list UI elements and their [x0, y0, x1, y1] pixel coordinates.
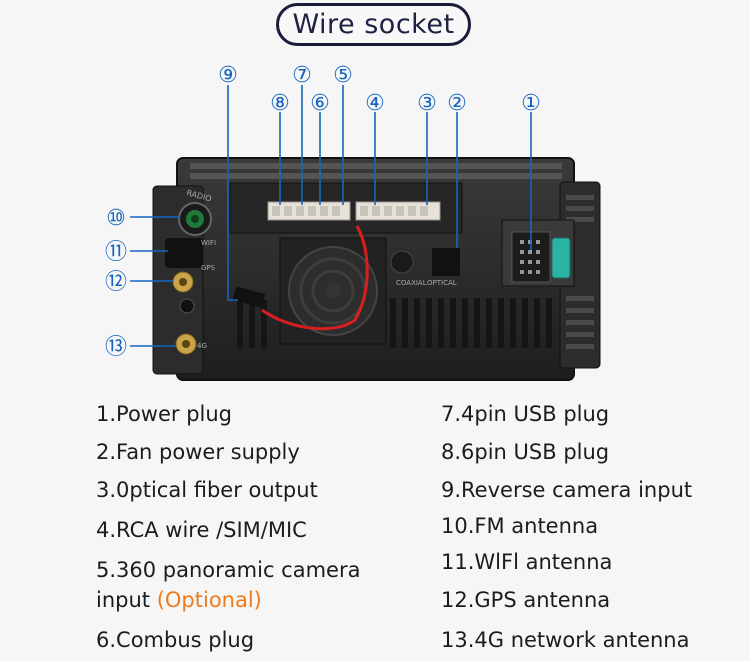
gps-connector	[172, 271, 194, 293]
page-title: Wire socket	[292, 9, 455, 40]
legend-item-4: 4.RCA wire /SIM/MIC	[96, 518, 307, 542]
leader-lines	[130, 85, 532, 347]
legend-item-2: 2.Fan power supply	[96, 440, 300, 464]
callout-6: ⑥	[310, 91, 330, 116]
screw-hole	[179, 298, 195, 314]
legend-item-5-cont: input (Optional)	[96, 585, 262, 615]
wifi-label: WIFI	[201, 239, 216, 247]
fourg-label: 4G	[197, 342, 207, 350]
black-plug	[232, 286, 266, 308]
legend-item-8: 8.6pin USB plug	[441, 440, 610, 464]
optional-tag: (Optional)	[156, 588, 262, 612]
legend-item-13: 13.4G network antenna	[441, 628, 690, 652]
device-diagram: RADIO COAXIAL OPTICAL GPS WIFI 4G ① ② ③ …	[105, 63, 601, 381]
callout-7: ⑦	[292, 63, 312, 88]
callout-2: ②	[447, 91, 467, 116]
legend-item-12: 12.GPS antenna	[441, 588, 611, 612]
callout-12: ⑫	[105, 270, 127, 295]
legend-item-1: 1.Power plug	[96, 402, 233, 426]
optical-label: OPTICAL	[427, 279, 457, 287]
callout-3: ③	[417, 91, 437, 116]
legend-item-5: 5.360 panoramic camera	[96, 558, 361, 582]
legend-item-5-input: input	[96, 588, 157, 612]
fourg-connector	[175, 333, 197, 355]
coaxial-label: COAXIAL	[396, 279, 427, 287]
vent-slots	[237, 298, 552, 348]
legend-item-11: 11.WlFl antenna	[441, 550, 613, 574]
gps-label: GPS	[201, 264, 216, 272]
radio-connector	[178, 202, 212, 236]
legend-item-9: 9.Reverse camera input	[441, 478, 693, 502]
white-connectors	[267, 201, 441, 221]
wifi-antenna-stub	[165, 238, 203, 268]
callout-4: ④	[365, 91, 385, 116]
chassis: RADIO COAXIAL OPTICAL GPS WIFI 4G	[152, 157, 601, 381]
callout-13: ⑬	[105, 335, 127, 360]
callout-9: ⑨	[218, 63, 238, 88]
callout-11: ⑪	[105, 240, 127, 265]
fan-power-socket	[432, 248, 460, 276]
legend-item-7: 7.4pin USB plug	[441, 402, 610, 426]
callout-8: ⑧	[270, 91, 290, 116]
legend-item-10: 10.FM antenna	[441, 514, 599, 538]
callout-numbers: ① ② ③ ④ ⑤ ⑥ ⑦ ⑧ ⑨ ⑩ ⑪ ⑫ ⑬	[105, 63, 541, 360]
legend-item-3: 3.0ptical fiber output	[96, 478, 318, 502]
title-badge: Wire socket	[276, 3, 471, 46]
callout-1: ①	[521, 91, 541, 116]
red-wire	[261, 225, 369, 331]
legend-item-6: 6.Combus plug	[96, 628, 255, 652]
callout-10: ⑩	[106, 206, 126, 231]
callout-5: ⑤	[333, 63, 353, 88]
coaxial-port	[390, 250, 414, 274]
teal-connector	[551, 237, 571, 279]
